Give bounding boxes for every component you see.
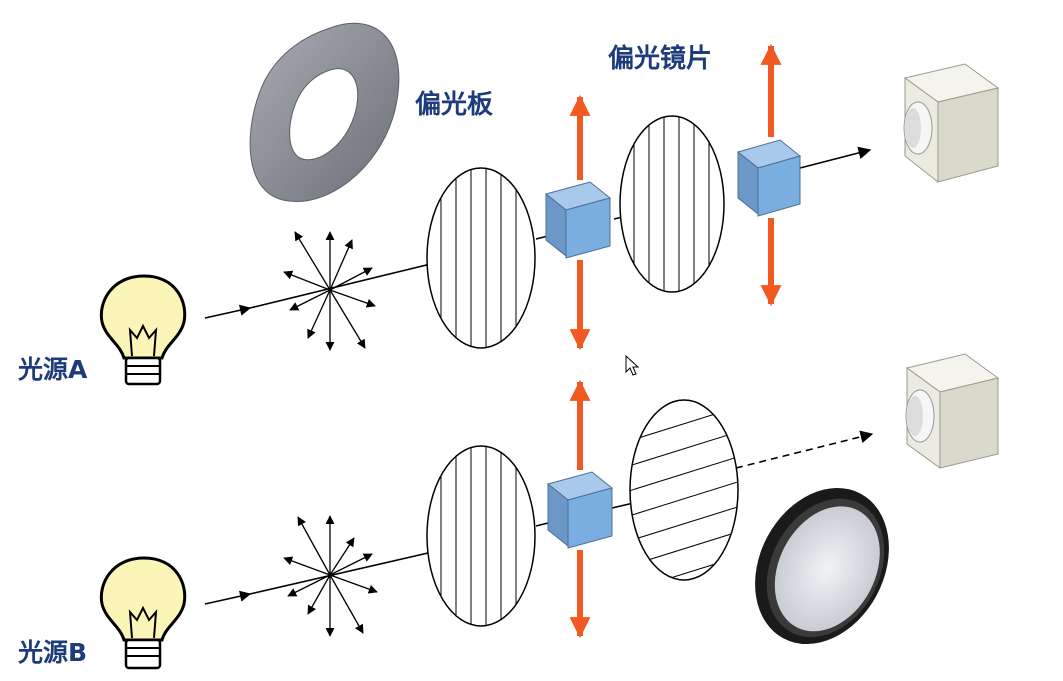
camera-filter-icon: [755, 487, 889, 645]
polarizing-plate-label: 偏光板: [415, 90, 494, 120]
polarizer-cube-a2: [736, 139, 802, 217]
polarizing-lens-label: 偏光镜片: [608, 44, 713, 74]
light-source-b-label: 光源B: [18, 638, 88, 667]
polarizer-ellipse-vertical-a1: [426, 167, 536, 349]
polarizer-ellipse-vertical-b1: [426, 445, 536, 627]
polarizing-plate-disc: [249, 22, 400, 202]
cursor-icon: [625, 354, 640, 376]
polarizer-ellipse-vertical-a2: [619, 115, 725, 293]
light-source-a-label: 光源A: [18, 355, 88, 384]
camera-icon: [905, 353, 1000, 469]
light-bulb-icon: [99, 274, 187, 386]
polarizer-cube-a1: [544, 181, 612, 259]
camera-icon: [903, 63, 1000, 184]
unpolarized-light-star-b: [283, 515, 378, 637]
unpolarized-light-star-a: [283, 231, 376, 351]
polarizer-cube-b1: [546, 471, 614, 549]
polarizer-ellipse-diagonal-b2: [629, 399, 739, 581]
light-bulb-icon: [99, 556, 187, 670]
